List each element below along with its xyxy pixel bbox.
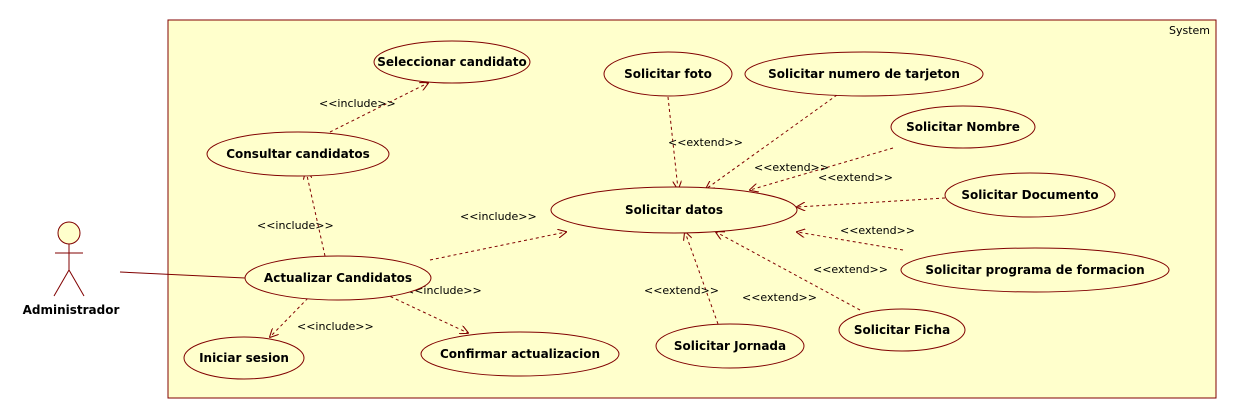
uc-ficha-label: Solicitar Ficha — [854, 323, 950, 337]
extend-nombre-label: <<extend>> — [818, 171, 893, 184]
include-datos-line — [429, 232, 566, 261]
extend-jornada-line — [685, 232, 719, 325]
uc-solicitar-datos[interactable] — [550, 186, 798, 234]
uc-nombre-label: Solicitar Nombre — [906, 120, 1020, 134]
uc-documento-label: Solicitar Documento — [961, 188, 1098, 202]
extend-tarjeton-label: <<extend>> — [754, 161, 829, 174]
include-consultar-label: <<include>> — [257, 219, 334, 232]
include-iniciar-label: <<include>> — [297, 320, 374, 333]
uc-solicitar-tarjeton[interactable] — [744, 51, 984, 97]
uc-solicitar-documento[interactable] — [944, 172, 1116, 218]
extend-foto-label: <<extend>> — [668, 136, 743, 149]
extend-jornada2-label: <<extend>> — [742, 291, 817, 304]
system-label: System — [1169, 24, 1210, 37]
actor-right-leg — [68, 269, 85, 297]
include-confirmar-label: <<include>> — [405, 284, 482, 297]
uc-confirmar-actualizacion[interactable] — [420, 331, 620, 377]
uc-solicitar-programa[interactable] — [900, 247, 1170, 293]
uc-consultar-candidatos[interactable] — [206, 131, 390, 177]
include-seleccionar-line — [329, 83, 428, 133]
include-datos-label: <<include>> — [460, 210, 537, 223]
actor-head — [57, 221, 81, 245]
uc-actualizar-candidatos[interactable] — [244, 255, 432, 301]
uc-confirmar-label: Confirmar actualizacion — [440, 347, 600, 361]
uc-jornada-label: Solicitar Jornada — [674, 339, 786, 353]
uc-seleccionar-candidato[interactable] — [373, 40, 531, 84]
extend-jornada-label: <<extend>> — [644, 284, 719, 297]
uc-programa-label: Solicitar programa de formacion — [925, 263, 1144, 277]
extend-nombre-line — [750, 147, 894, 190]
include-iniciar-line — [270, 293, 313, 337]
uc-iniciar-label: Iniciar sesion — [199, 351, 289, 365]
association-line — [119, 271, 246, 279]
actor-administrador[interactable]: Administrador — [23, 221, 120, 317]
extend-tarjeton-line — [706, 94, 838, 189]
uc-solicitar-jornada[interactable] — [655, 323, 805, 369]
extend-programa-label: <<extend>> — [840, 224, 915, 237]
extend-documento-line — [797, 197, 946, 207]
actor-left-leg — [53, 269, 70, 297]
uc-actualizar-label: Actualizar Candidatos — [264, 271, 412, 285]
uc-consultar-label: Consultar candidatos — [226, 147, 370, 161]
include-consultar-line — [306, 171, 326, 257]
include-seleccionar-label: <<include>> — [319, 97, 396, 110]
actor-name: Administrador — [23, 303, 120, 317]
extend-ficha-label: <<extend>> — [813, 263, 888, 276]
uc-solicitar-ficha[interactable] — [838, 308, 966, 352]
uc-tarjeton-label: Solicitar numero de tarjeton — [768, 67, 960, 81]
uc-datos-label: Solicitar datos — [625, 203, 723, 217]
uc-solicitar-foto[interactable] — [603, 51, 733, 97]
uc-solicitar-nombre[interactable] — [890, 105, 1036, 149]
uc-foto-label: Solicitar foto — [624, 67, 712, 81]
uc-iniciar-sesion[interactable] — [183, 336, 305, 380]
uc-seleccionar-label: Seleccionar candidato — [377, 55, 526, 69]
